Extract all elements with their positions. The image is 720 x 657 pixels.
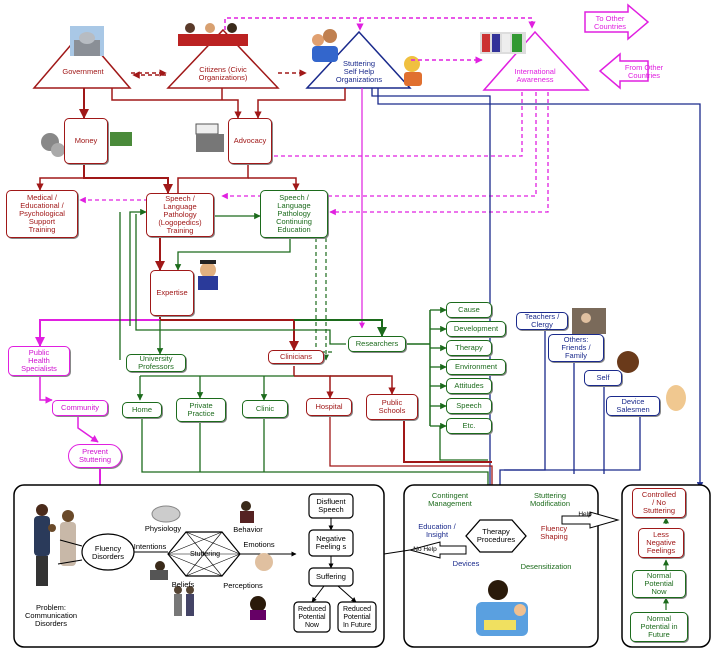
perceptions-label: Perceptions: [223, 581, 263, 590]
to-other-countries-label: To Other Countries: [593, 14, 627, 31]
topic-development: Development: [446, 321, 506, 337]
reduced-future-label: Reduced Potential In Future: [342, 606, 372, 629]
international-triangle: [482, 30, 590, 91]
government-label: Government: [62, 67, 104, 76]
teacher-photo-icon: [572, 308, 606, 334]
citizens-triangle: [166, 28, 280, 89]
clinic-node: Clinic: [242, 400, 288, 418]
hospital-node: Hospital: [306, 398, 352, 416]
others-friends-family-node: Others: Friends / Family: [548, 334, 604, 362]
public-health-specialists-node: Public Health Specialists: [8, 346, 70, 376]
world-flags-icon: [480, 32, 526, 54]
from-other-countries-label: From Other Countries: [624, 63, 664, 80]
topic-therapy: Therapy: [446, 340, 492, 356]
fighting-people-icon: [240, 501, 254, 523]
topic-speech: Speech: [446, 398, 492, 414]
capitol-building-icon: [70, 26, 104, 56]
controlled-no-stuttering-node: Controlled / No Stuttering: [632, 488, 686, 518]
problem-label: Problem: Communication Disorders: [24, 603, 78, 628]
ear-icon: [666, 385, 686, 411]
devices-label: Devices: [452, 559, 480, 568]
protest-crowd-icon: [195, 123, 224, 152]
brain-icon: [151, 505, 181, 523]
stuttering-modification-label: Stuttering Modification: [529, 491, 571, 508]
expertise-node: Expertise: [150, 270, 194, 316]
crouching-person-icon: [150, 561, 168, 580]
prevent-stuttering-node: Prevent Stuttering: [68, 444, 122, 468]
government-triangle: [32, 30, 132, 89]
negative-feelings-label: Negative Feeling s: [315, 534, 347, 551]
stuttering-center-label: Stuttering: [190, 551, 220, 558]
topic-etc: Etc.: [446, 418, 492, 434]
topic-attitudes: Attitudes: [446, 378, 492, 394]
topic-environment: Environment: [446, 359, 506, 375]
emotions-label: Emotions: [243, 540, 275, 549]
bald-man-icon: [255, 553, 273, 571]
family-photo-icon: [34, 504, 76, 586]
beliefs-label: Beliefs: [171, 580, 195, 589]
to-other-countries-arrow: [584, 3, 650, 41]
intentions-label: Intentions: [133, 542, 167, 551]
clinicians-node: Clinicians: [268, 350, 324, 364]
help-label: Help: [578, 511, 592, 518]
citizens-meeting-icon: [178, 23, 248, 46]
disfluent-speech-label: Disfluent Speech: [316, 497, 346, 514]
slp-continuing-education-node: Speech / Language Pathology Continuing E…: [260, 190, 328, 238]
normal-potential-future-node: Normal Potential in Future: [630, 612, 688, 642]
graduate-icon: [198, 260, 218, 290]
no-help-label: No Help: [413, 546, 437, 553]
teachers-clergy-node: Teachers / Clergy: [516, 312, 568, 330]
help-arrow: [561, 511, 620, 529]
couple-icon: [174, 586, 194, 616]
normal-potential-now-node: Normal Potential Now: [632, 570, 686, 598]
no-help-arrow: [408, 541, 467, 559]
medical-support-training-node: Medical / Educational / Psychological Su…: [6, 190, 78, 238]
desensitization-label: Desensitization: [520, 562, 572, 571]
researchers-node: Researchers: [348, 336, 406, 352]
therapy-hexagon: [465, 519, 527, 553]
education-insight-label: Education / Insight: [418, 522, 456, 539]
university-professors-node: University Professors: [126, 354, 186, 372]
therapy-procedures-label: Therapy Procedures: [476, 527, 516, 544]
physiology-label: Physiology: [144, 524, 182, 533]
reduced-future-box: [337, 601, 377, 633]
fluency-disorders-label: Fluency Disorders: [91, 544, 125, 561]
device-salesmen-node: Device Salesmen: [606, 396, 660, 416]
behavior-label: Behavior: [233, 525, 263, 534]
reduced-now-label: Reduced Potential Now: [297, 606, 327, 629]
citizens-label: Citizens (Civic Organizations): [198, 65, 248, 82]
self-help-label: Stuttering Self Help Organizations: [335, 59, 383, 84]
fluency-shaping-label: Fluency Shaping: [540, 524, 568, 541]
money-coins-icon: [41, 132, 132, 157]
slp-training-node: Speech / Language Pathology (Logopedics)…: [146, 193, 214, 237]
self-node: Self: [584, 370, 622, 386]
international-label: International Awareness: [514, 67, 556, 84]
suffering-label: Suffering: [316, 572, 346, 581]
mother-child-reading-icon: [476, 580, 528, 636]
contingent-management-label: Contingent Management: [428, 491, 472, 508]
public-schools-node: Public Schools: [366, 394, 418, 420]
less-negative-feelings-node: Less Negative Feelings: [638, 528, 684, 558]
woman-face-icon: [250, 596, 266, 620]
money-node: Money: [64, 118, 108, 164]
community-node: Community: [52, 400, 108, 416]
private-practice-node: Private Practice: [176, 398, 226, 422]
from-other-countries-arrow: [598, 52, 649, 90]
speaker-man-icon: [404, 56, 422, 86]
home-node: Home: [122, 402, 162, 418]
topic-cause: Cause: [446, 302, 492, 318]
man-face-icon: [617, 351, 639, 373]
therapy-panel: [403, 484, 599, 648]
advocacy-node: Advocacy: [228, 118, 272, 164]
family-group-icon: [312, 29, 338, 62]
